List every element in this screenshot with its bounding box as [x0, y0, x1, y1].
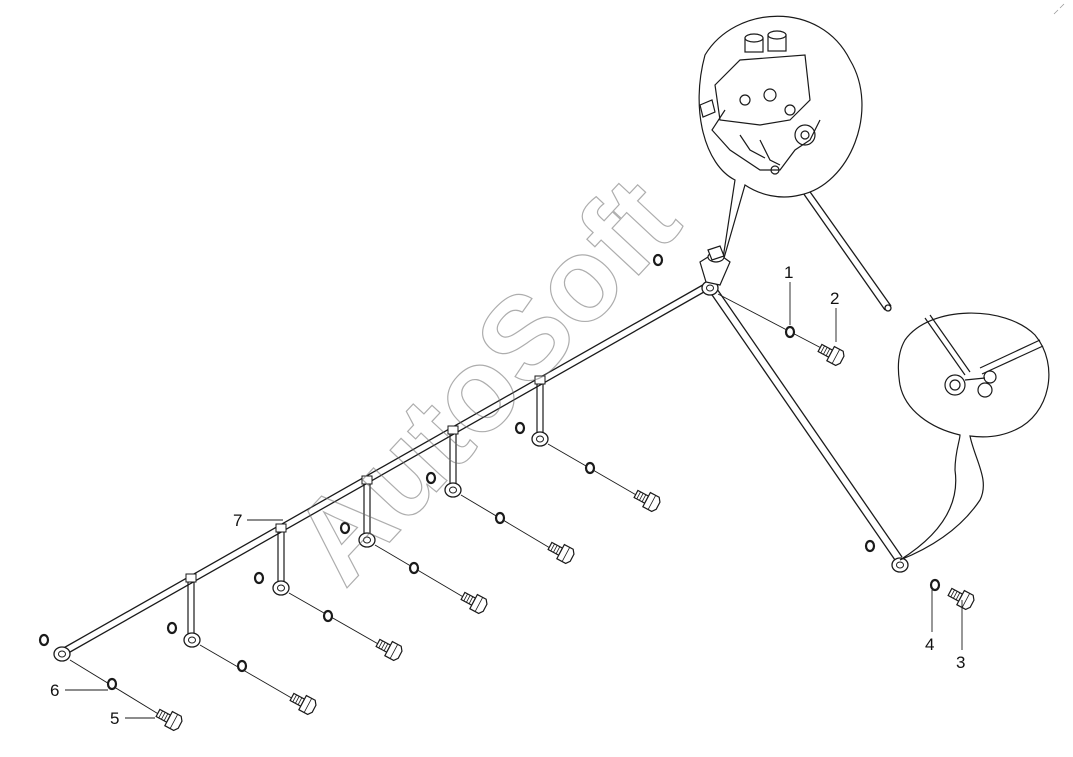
- corner-mark-icon: [1053, 3, 1065, 15]
- callout-6: 6: [50, 681, 59, 700]
- pump-detail-bubble: [698, 15, 863, 266]
- junction-detail-bubble: [897, 312, 1050, 561]
- callout-1: 1: [784, 263, 793, 282]
- callout-labels: 1 2 3 4 5 6 7: [50, 263, 965, 728]
- watermark-text: AutoSoft: [267, 153, 703, 607]
- fuel-rail-pipe: [59, 281, 712, 657]
- callout-leaders: [65, 282, 963, 719]
- upper-junction-fitting: [699, 245, 731, 286]
- watermark: AutoSoft: [267, 153, 704, 608]
- pump-housing-icon: [699, 30, 821, 175]
- callout-3: 3: [956, 653, 965, 672]
- drop-pipes: [187, 380, 544, 638]
- callout-7: 7: [233, 511, 242, 530]
- return-pipe: [709, 288, 903, 561]
- callout-5: 5: [110, 709, 119, 728]
- rail-collars: [185, 375, 546, 583]
- callout-2: 2: [830, 289, 839, 308]
- bolt-axis-lines: [69, 293, 826, 716]
- callout-4: 4: [925, 635, 934, 654]
